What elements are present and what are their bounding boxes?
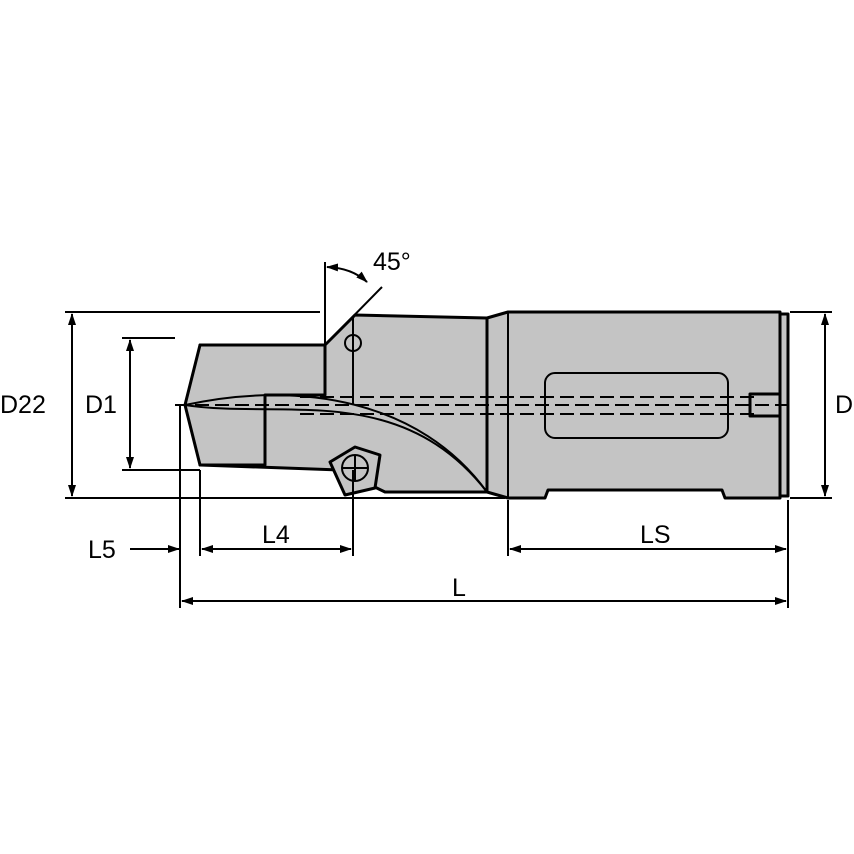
dim-angle bbox=[326, 263, 368, 283]
label-ls: LS bbox=[640, 521, 671, 549]
label-l5: L5 bbox=[88, 536, 116, 564]
label-d: D bbox=[835, 391, 853, 419]
screw-icon bbox=[344, 334, 362, 352]
extension-lines bbox=[65, 262, 832, 608]
label-l4: L4 bbox=[262, 521, 290, 549]
label-angle: 45° bbox=[373, 248, 411, 276]
label-l: L bbox=[452, 574, 466, 602]
dimension-lines bbox=[68, 263, 829, 605]
label-d1: D1 bbox=[85, 391, 117, 419]
label-d22: D22 bbox=[0, 391, 46, 419]
